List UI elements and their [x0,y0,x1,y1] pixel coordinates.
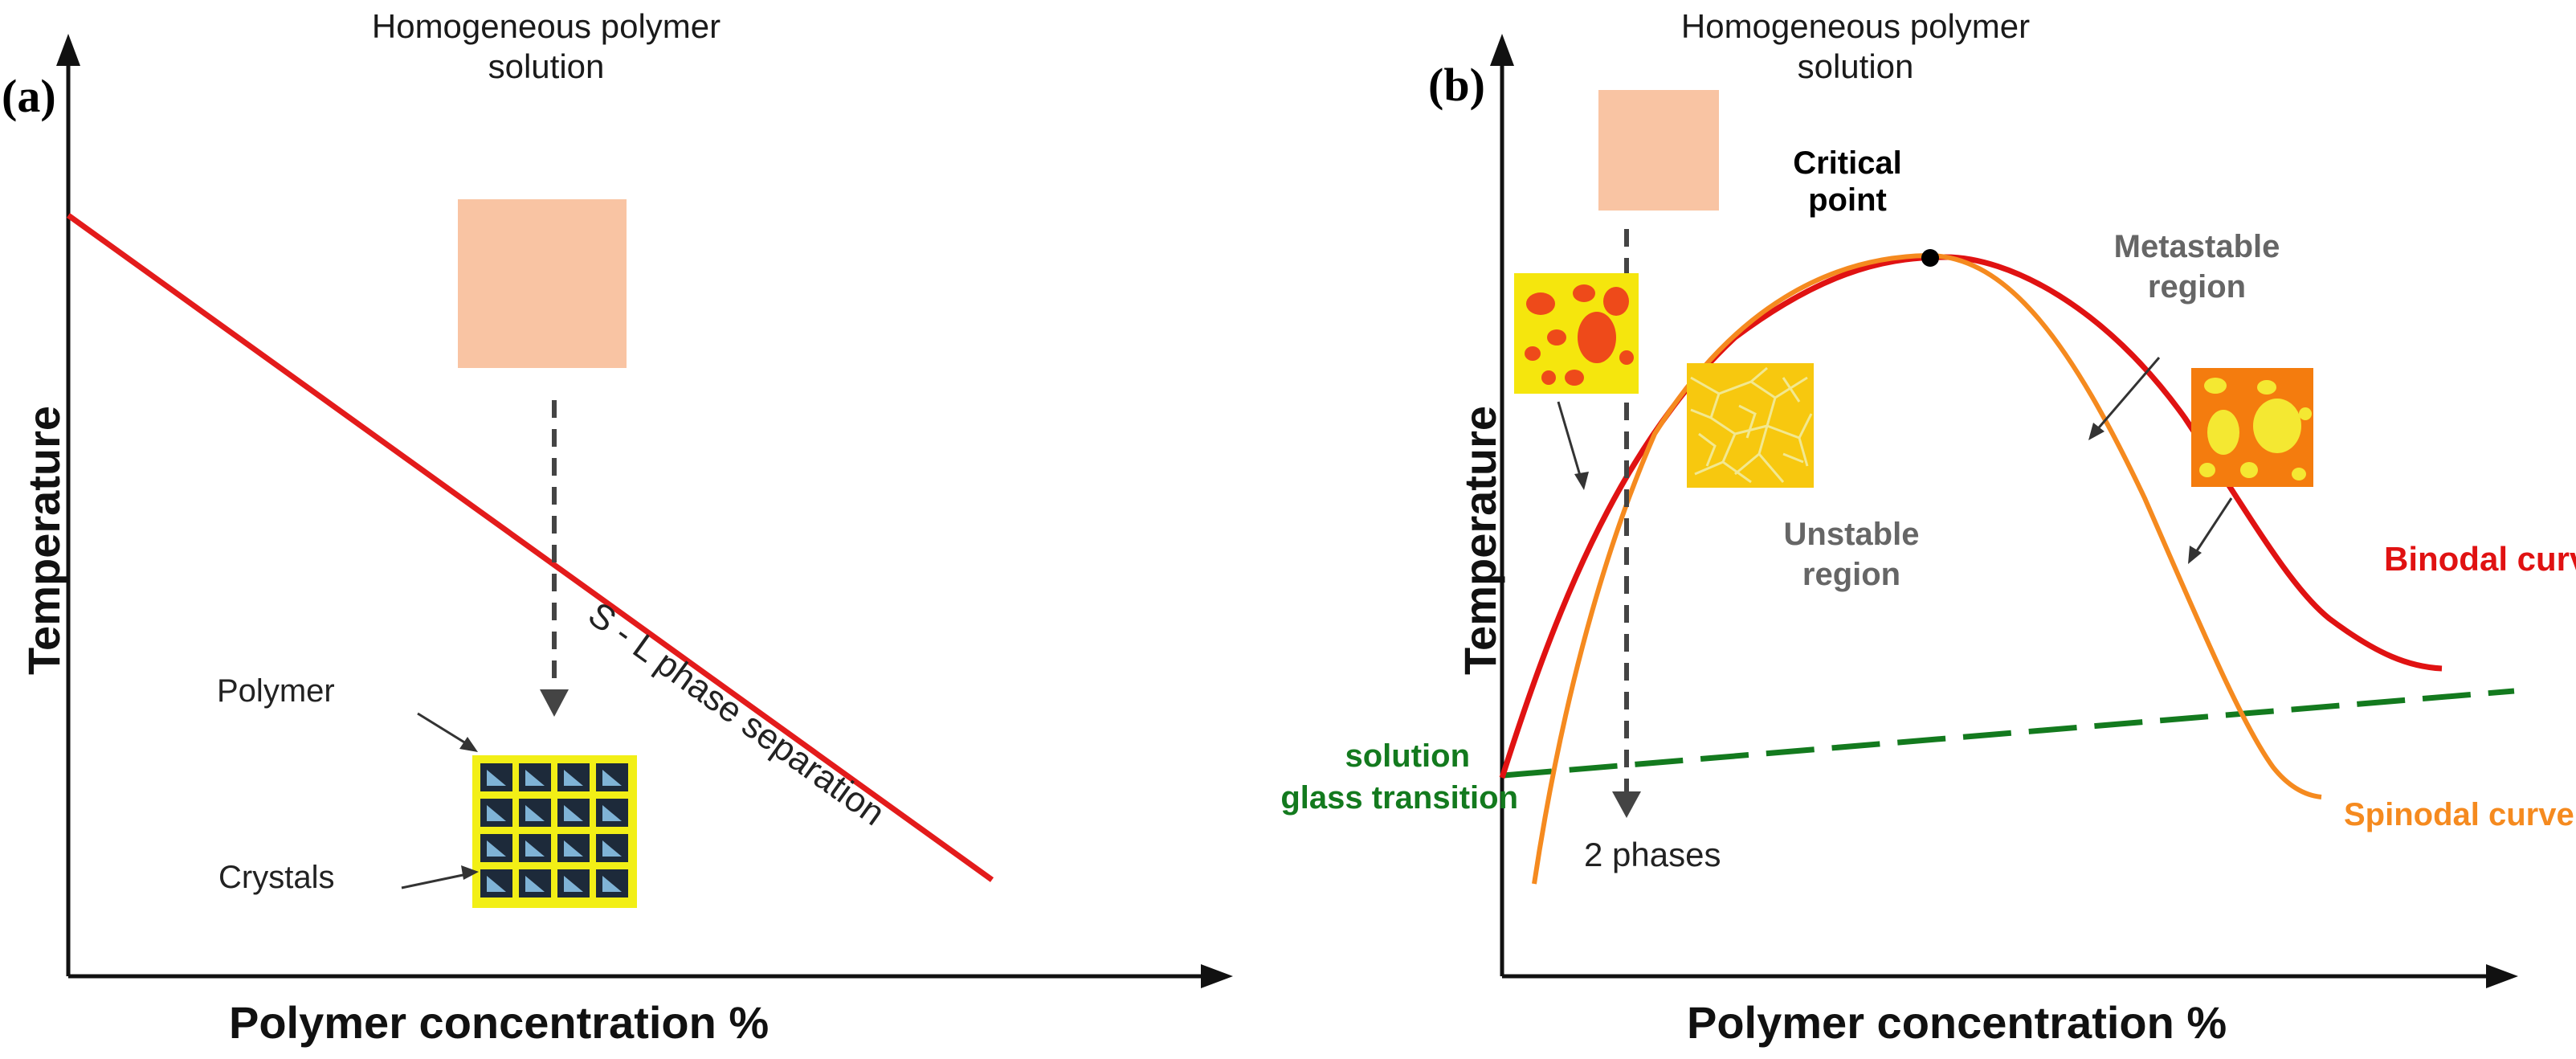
crystal-grid [472,755,637,908]
network-morphology-box [1687,363,1814,488]
panel-a-header-line2: solution [488,47,605,85]
metastable-pointer-head-icon [2088,423,2104,440]
metastable-label: Metastable region [2088,227,2305,307]
crystals-pointer-head-icon [461,865,479,880]
critical-point-line2: point [1808,182,1887,218]
solution-box [458,199,627,368]
polymer-pointer-head-icon [459,737,478,752]
glass-transition-line2: glass transition [1280,780,1518,816]
unstable-line2: region [1802,557,1901,592]
glass-transition-label: solution glass transition [1269,735,1518,819]
polymer-label: Polymer [217,673,335,709]
sl-phase-line [66,213,994,882]
two-phases-label: 2 phases [1584,836,1721,873]
metastable-line2: region [2147,269,2247,305]
panel-a-header-line1: Homogeneous polymer [371,7,721,45]
binodal-curve [1499,254,2443,779]
droplet-morphology-box [1514,273,1639,394]
panel-b-y-axis-label: Temperature [1455,405,1505,675]
inverse-pointer [2193,497,2233,555]
droplet-pointer-head-icon [1574,472,1589,490]
cooling-arrow-head-icon [1612,791,1641,818]
crystals-pointer [401,872,472,889]
panel-a-letter: (a) [2,70,56,122]
spinodal-label: Spinodal curve [2344,797,2574,832]
panel-b-letter: (b) [1428,59,1485,111]
panel-b-header-line1: Homogeneous polymer [1680,7,2031,45]
spinodal-curve [1532,252,2322,885]
critical-point-label: Critical point [1751,145,1944,219]
panel-b-header-line2: solution [1797,47,1914,85]
panel-a-graphics [56,34,1233,988]
inverse-droplet-morphology-box [2191,368,2313,487]
crystal-highlights [487,770,622,892]
y-axis-arrow-icon [1490,34,1514,66]
panel-b: (b) Homogeneous polymer solution Critica… [1280,0,2576,1059]
cooling-arrow-head-icon [540,689,569,717]
x-axis-arrow-icon [1201,964,1233,988]
panel-a: (a) Homogeneous polymer solution Tempera… [0,0,1285,1059]
panel-a-x-axis-label: Polymer concentration % [229,997,770,1048]
critical-point-line1: Critical [1793,145,1902,181]
panel-b-graphics [1490,34,2518,988]
metastable-pointer [2093,357,2161,433]
glass-transition-line [1503,688,2515,779]
inverse-pointer-head-icon [2188,546,2202,564]
y-axis-arrow-icon [56,34,80,66]
binodal-label: Binodal curve [2384,540,2576,578]
metastable-line1: Metastable [2113,229,2280,264]
critical-point-marker [1921,249,1939,267]
crystals-label: Crystals [218,860,335,895]
unstable-label: Unstable region [1751,514,1952,595]
unstable-line1: Unstable [1783,517,1920,552]
crystal-cells [480,763,628,897]
panel-a-header: Homogeneous polymer solution [325,6,767,87]
solution-box [1598,90,1719,211]
panel-a-y-axis-label: Temperature [18,405,69,675]
panel-b-header: Homogeneous polymer solution [1631,6,2080,87]
panel-b-x-axis-label: Polymer concentration % [1687,997,2227,1048]
x-axis-arrow-icon [2486,964,2518,988]
droplet-pointer [1557,401,1582,479]
glass-transition-line1: solution [1345,738,1470,774]
polymer-pointer [417,712,473,749]
